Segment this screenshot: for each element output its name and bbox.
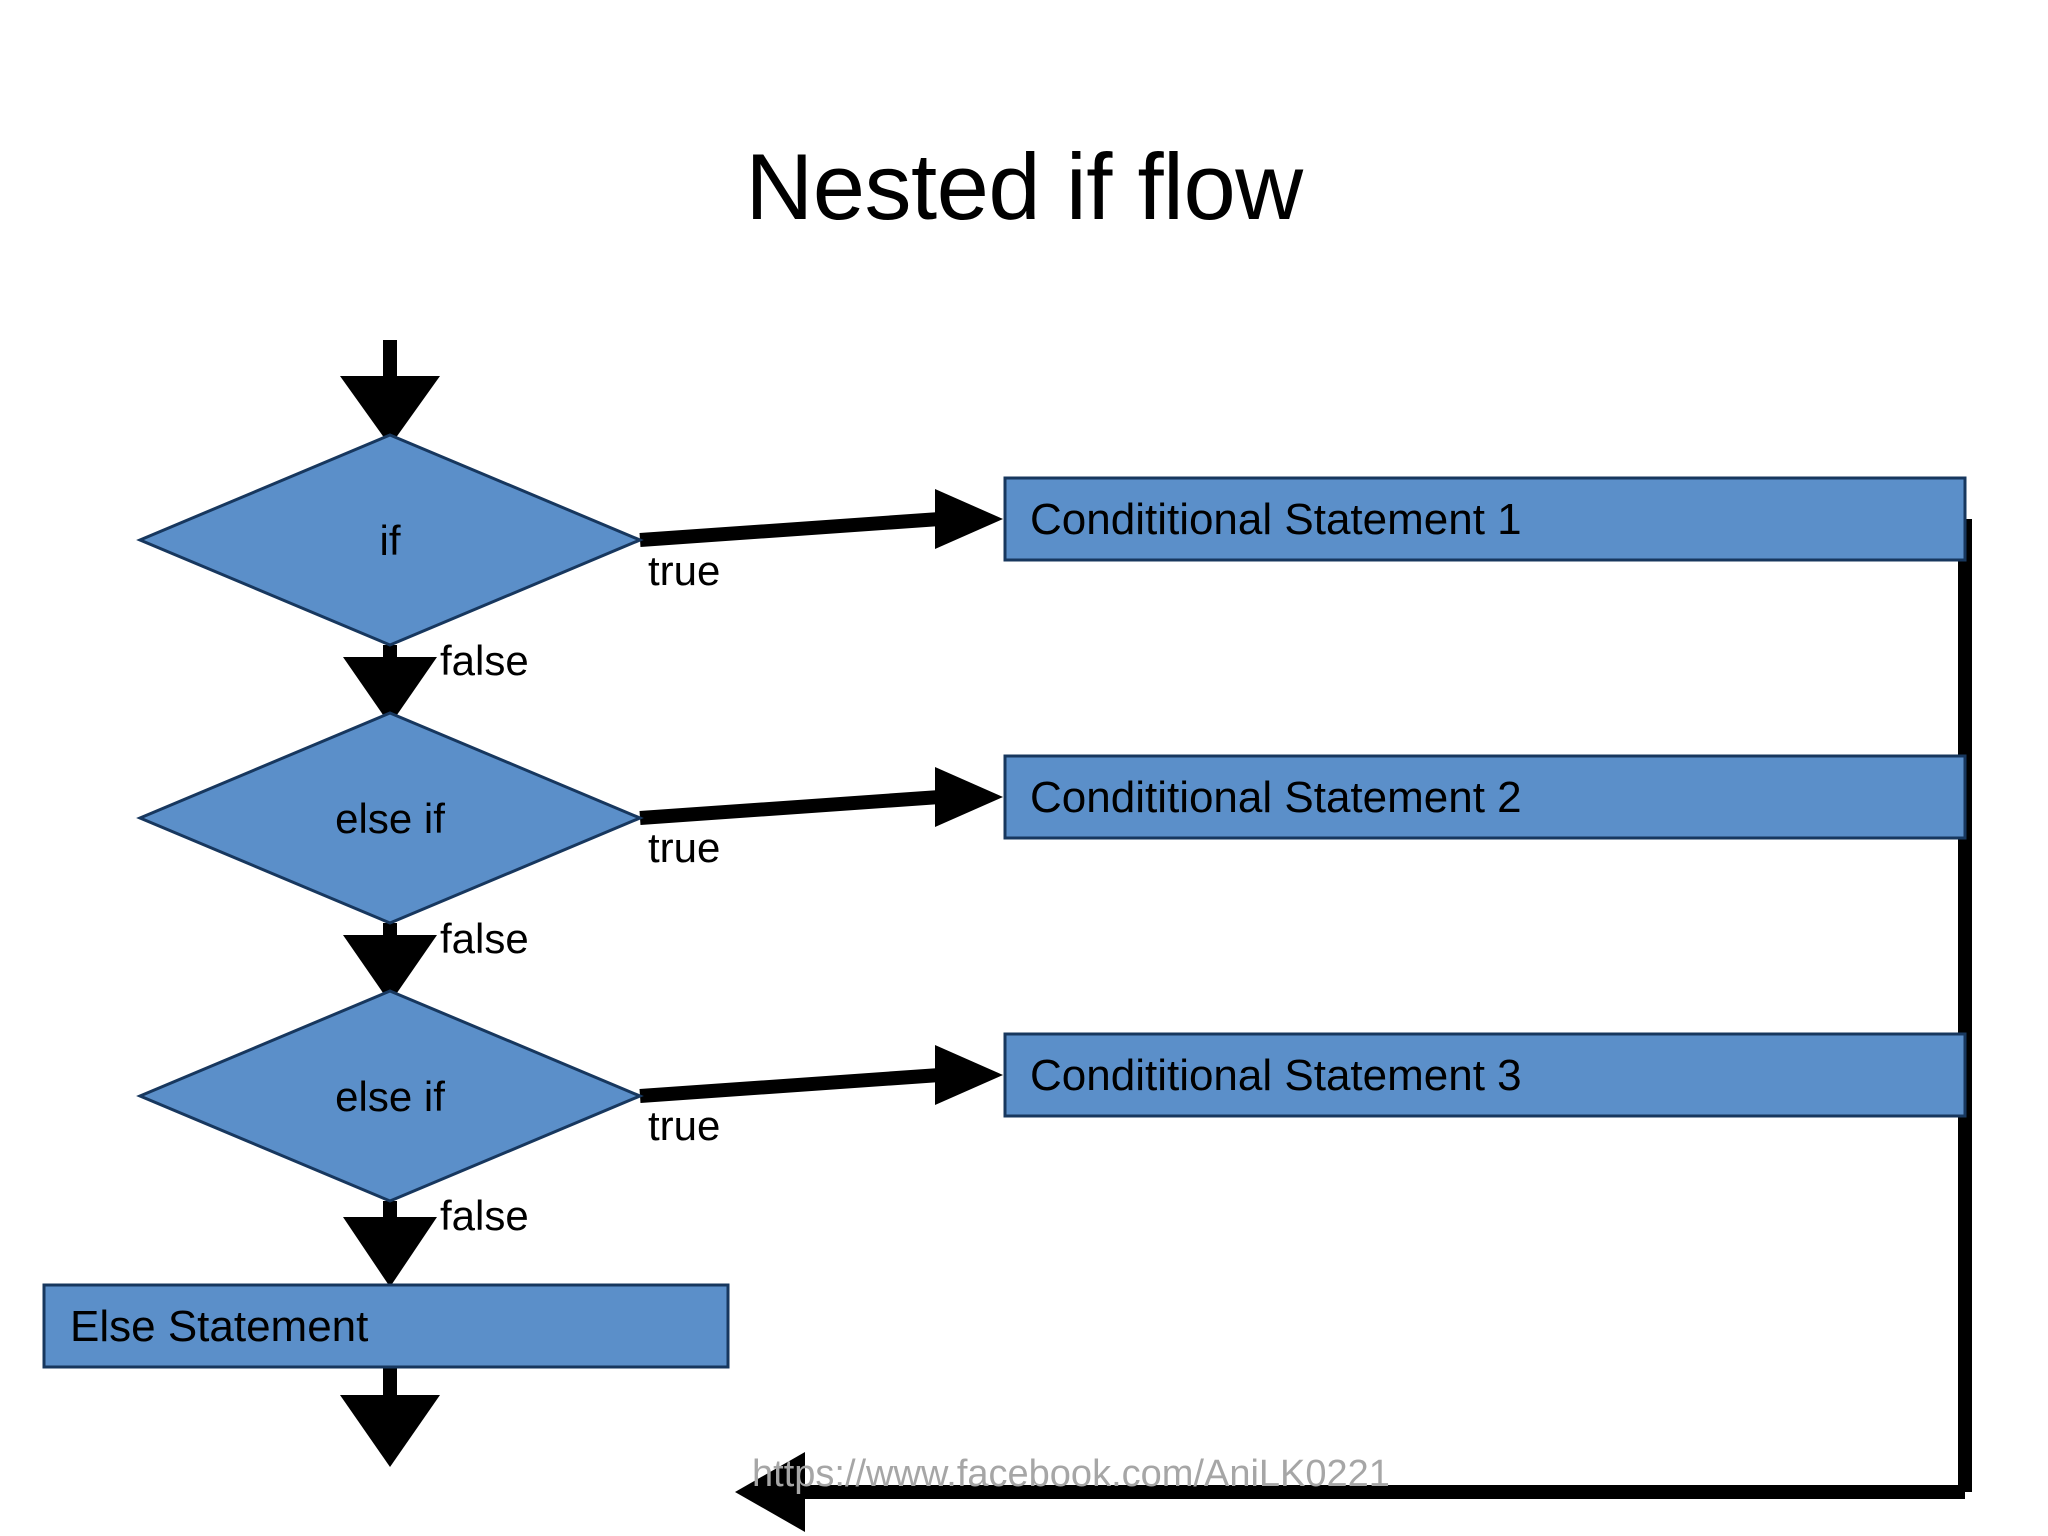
decision-else-if-1[interactable]: else if	[136, 711, 644, 925]
connector-if-false	[343, 645, 437, 725]
process-box-statement-2-label: Condititional Statement 2	[1030, 773, 1522, 822]
edge-label-true-2: true	[648, 824, 720, 871]
page-title: Nested if flow	[745, 134, 1303, 239]
edge-label-false-2: false	[440, 915, 529, 962]
connector-entry-arrow	[340, 340, 440, 446]
connector-elseif2-false	[343, 1201, 437, 1287]
edge-label-false-1: false	[440, 637, 529, 684]
connector-return-path	[735, 512, 1972, 1532]
edge-label-true-1: true	[648, 547, 720, 594]
process-box-statement-2[interactable]: Condititional Statement 2	[1003, 754, 1967, 840]
process-box-statement-1[interactable]: Condititional Statement 1	[1003, 476, 1967, 562]
process-box-statement-3[interactable]: Condititional Statement 3	[1003, 1032, 1967, 1118]
process-box-statement-1-label: Condititional Statement 1	[1030, 495, 1522, 544]
connector-else-exit	[340, 1367, 440, 1467]
edge-label-true-3: true	[648, 1102, 720, 1149]
decision-if[interactable]: if	[136, 433, 644, 647]
decision-else-if-2-label: else if	[335, 1073, 445, 1120]
connector-if-true	[639, 489, 1003, 549]
connector-elseif1-false	[343, 923, 437, 1003]
edge-label-false-3: false	[440, 1192, 529, 1239]
decision-else-if-2[interactable]: else if	[136, 989, 644, 1203]
process-box-statement-3-label: Condititional Statement 3	[1030, 1051, 1522, 1100]
connector-elseif2-true	[639, 1045, 1003, 1105]
connector-elseif1-true	[639, 767, 1003, 827]
decision-else-if-1-label: else if	[335, 795, 445, 842]
footer-url: https://www.facebook.com/AniLK0221	[752, 1453, 1390, 1495]
process-box-else-statement[interactable]: Else Statement	[42, 1283, 730, 1369]
process-box-else-statement-label: Else Statement	[70, 1302, 368, 1351]
decision-if-label: if	[380, 517, 401, 564]
